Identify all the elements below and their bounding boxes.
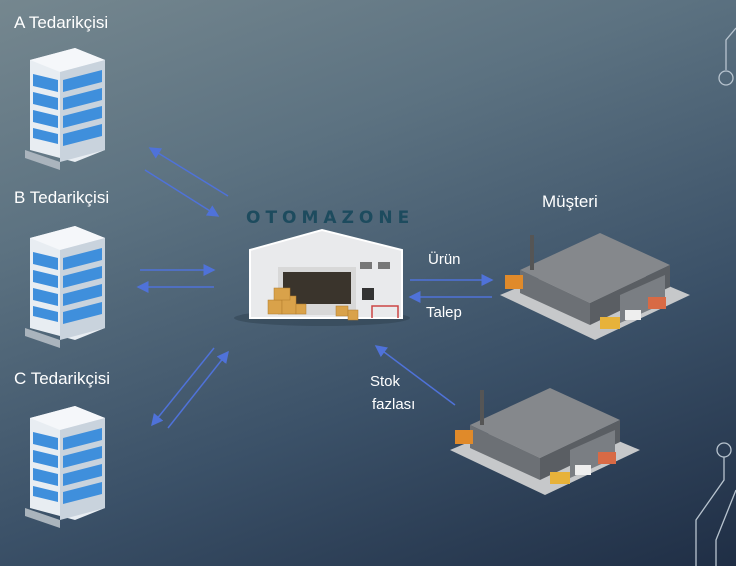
supplier-c-building-icon	[25, 406, 105, 528]
surplus-label-line2: fazlası	[372, 396, 416, 413]
arrow-surplus	[374, 345, 456, 406]
customer-warehouse-icon	[500, 233, 690, 340]
arrow-a-to-hub	[144, 169, 220, 217]
otomazone-logo: OTOMAZONE	[246, 208, 415, 228]
supplier-a-label: A Tedarikçisi	[14, 13, 109, 32]
demand-label: Talep	[426, 304, 462, 321]
supplier-a-building-icon	[25, 48, 105, 170]
supplier-b-building-icon	[25, 226, 105, 348]
flow-arrows	[136, 147, 494, 429]
surplus-warehouse-icon	[450, 388, 640, 495]
arrow-hub-to-c	[151, 347, 215, 427]
customer-label: Müşteri	[542, 192, 598, 211]
product-label: Ürün	[428, 251, 461, 268]
hub-warehouse-icon	[234, 228, 410, 326]
circuit-decoration	[695, 27, 736, 566]
surplus-label-line1: Stok	[370, 373, 401, 390]
arrow-hub-to-a	[148, 147, 229, 197]
arrow-c-to-hub	[167, 350, 229, 429]
supplier-b-label: B Tedarikçisi	[14, 188, 110, 207]
supplier-c-label: C Tedarikçisi	[14, 369, 111, 388]
